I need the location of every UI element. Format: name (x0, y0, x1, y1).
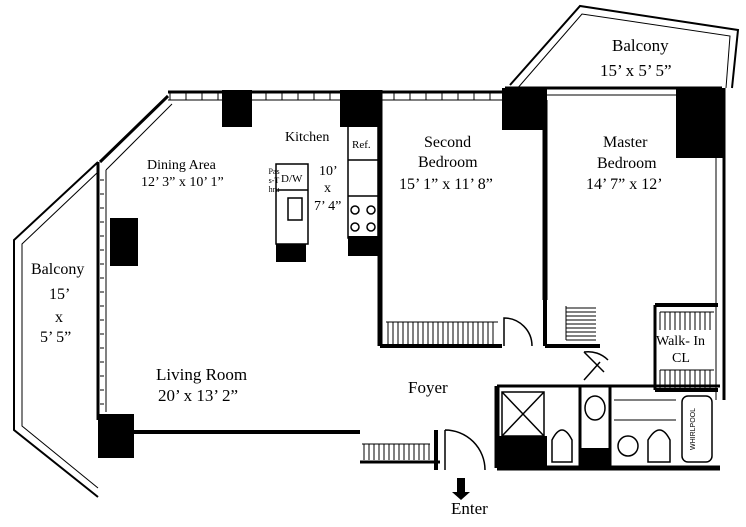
refrigerator-label: Ref. (352, 139, 371, 151)
balcony-top-outline (509, 4, 740, 91)
balcony-left-size-3: 5’ 5” (40, 329, 72, 346)
balcony-left-name: Balcony (31, 261, 85, 278)
balcony-top-size: 15’ x 5’ 5” (600, 61, 672, 80)
second-bedroom-name-2: Bedroom (418, 154, 478, 171)
bath-fixtures (501, 391, 713, 463)
dining-area-name: Dining Area (147, 158, 216, 173)
master-bedroom-size: 14’ 7” x 12’ (586, 176, 663, 193)
entry-label: Enter (451, 499, 488, 518)
balcony-top-name: Balcony (612, 36, 669, 55)
balcony-left-outline (13, 161, 99, 498)
closet-shelving (362, 306, 714, 445)
balcony-left-size-1: 15’ (49, 286, 71, 303)
second-bedroom-name-1: Second (424, 134, 472, 151)
closet-hatching (100, 92, 711, 460)
kitchen-size-2: x (324, 181, 331, 196)
doors (444, 317, 609, 471)
living-room-name: Living Room (156, 365, 248, 384)
kitchen-name: Kitchen (285, 130, 330, 145)
master-bedroom-name-1: Master (603, 134, 648, 151)
foyer-name: Foyer (408, 378, 448, 397)
second-bedroom-size: 15’ 1” x 11’ 8” (399, 176, 493, 193)
dining-area-size: 12’ 3” x 10’ 1” (141, 175, 224, 190)
whirlpool-label: WHIRLPOOL (690, 408, 697, 451)
kitchen-size-1: 10’ (319, 164, 338, 179)
master-bedroom-name-2: Bedroom (597, 155, 657, 172)
living-room-size: 20’ x 13’ 2” (158, 386, 239, 405)
walk-in-closet-name-1: Walk- In (656, 334, 706, 349)
pass-thru-label: Pass-Thru (268, 167, 280, 194)
interior-walls (377, 90, 720, 466)
balcony-left-size-2: x (55, 309, 63, 326)
dishwasher-label: D/W (281, 173, 303, 185)
columns (98, 88, 724, 458)
kitchen-size-3: 7’ 4” (314, 199, 342, 214)
entry-arrow (452, 478, 470, 500)
kitchen-counter (275, 125, 379, 245)
walk-in-closet-name-2: CL (672, 351, 690, 366)
bath-fill (497, 436, 610, 468)
